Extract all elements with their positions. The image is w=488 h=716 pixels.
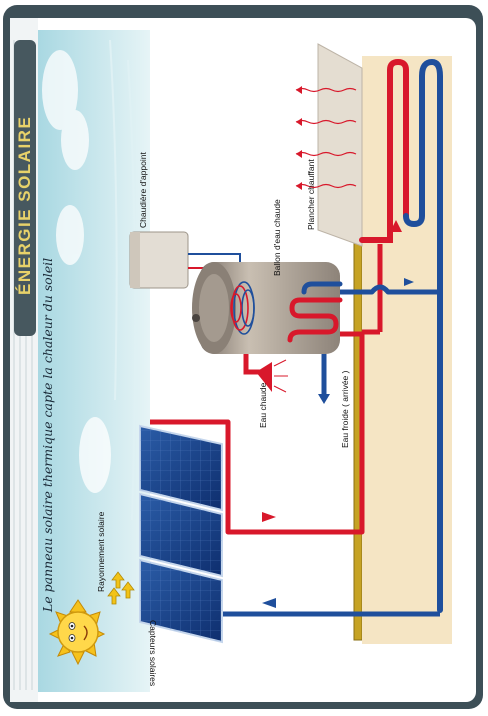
- solar-coil: [287, 281, 343, 343]
- backup-boiler: [129, 231, 189, 289]
- arrow-icon: [404, 278, 414, 286]
- arrow-icon: [262, 598, 276, 608]
- hot-water-tank: [192, 262, 340, 354]
- arrow-icon: [111, 571, 125, 589]
- label-floor: Plancher chauffant: [306, 159, 316, 230]
- floor-coil: [359, 58, 443, 613]
- heated-floor-slab: [317, 43, 363, 247]
- subtitle: Le panneau solaire thermique capte la ch…: [40, 258, 55, 613]
- label-tank: Ballon d'eau chaude: [272, 199, 282, 276]
- arrow-icon: [318, 394, 330, 404]
- flow-arrows: [262, 220, 414, 608]
- label-boiler: Chaudière d'appoint: [138, 152, 148, 228]
- arrow-icon: [107, 587, 121, 605]
- heat-waves: [295, 87, 357, 189]
- title-bar: [14, 40, 36, 336]
- sun-icon: [48, 599, 106, 666]
- solar-panel: [140, 426, 222, 510]
- label-radiation: Rayonnement solaire: [96, 511, 106, 592]
- boiler-coil: [230, 281, 255, 335]
- heat-arrowheads: [296, 86, 302, 190]
- arrow-icon: [390, 220, 402, 232]
- solar-panel: [140, 560, 222, 642]
- solar-panels: [139, 424, 223, 644]
- tap-icon: [256, 359, 288, 393]
- arrow-icon: [121, 581, 135, 599]
- label-hot-water: Eau chaude: [258, 382, 268, 428]
- solar-panel: [140, 494, 222, 576]
- radiation-arrows: [107, 571, 135, 605]
- page-title: ÉNERGIE SOLAIRE: [15, 116, 34, 295]
- arrow-icon: [262, 512, 276, 522]
- clouds: [42, 50, 111, 493]
- cold-water-inlet: [318, 354, 330, 404]
- label-collectors: Capteurs solaires: [148, 620, 158, 686]
- label-cold-water: Eau froide ( arrivée ): [340, 370, 350, 448]
